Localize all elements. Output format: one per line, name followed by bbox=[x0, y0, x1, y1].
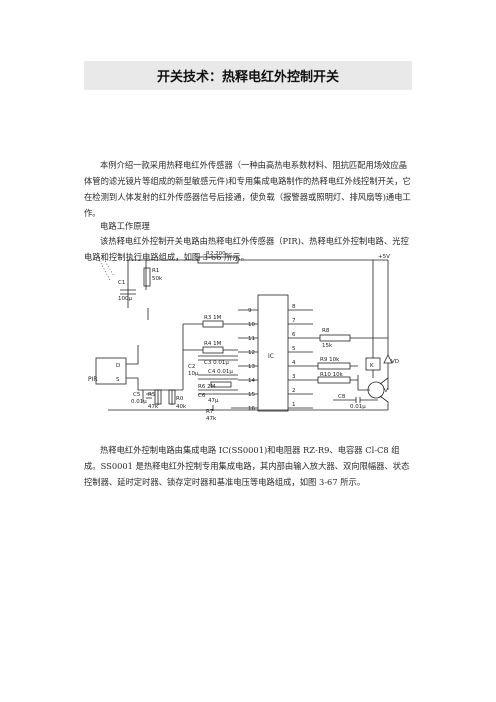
label-c3: C3 0.01μ bbox=[204, 360, 229, 366]
label-r5-val: 47k bbox=[148, 404, 159, 410]
intro-paragraph: 本例介绍一款采用热释电红外传感器（一种由高热电系数材料、阻抗匹配用场效应晶体管的… bbox=[84, 160, 411, 218]
label-ic: IC bbox=[268, 353, 274, 360]
pin-label: 9 bbox=[248, 308, 252, 314]
label-r2: R2 200 bbox=[206, 251, 226, 257]
pin-label: 15 bbox=[248, 392, 255, 398]
pin-label: 10 bbox=[248, 322, 255, 328]
resistor-r8 bbox=[319, 334, 351, 342]
label-r4: R4 1M bbox=[204, 341, 222, 347]
pin-label: 3 bbox=[292, 374, 296, 380]
ic-pins-left: 9 10 11 12 13 14 15 16 bbox=[248, 308, 255, 412]
page-title: 开关技术：热释电红外控制开关 bbox=[156, 70, 339, 85]
pin-label: 14 bbox=[248, 378, 255, 384]
label-c2-val: 10μ bbox=[188, 371, 199, 377]
label-r10: R10 10k bbox=[320, 372, 344, 378]
label-v: V bbox=[384, 388, 388, 394]
label-k: K bbox=[370, 363, 374, 369]
label-c1-val: 100μ bbox=[118, 296, 132, 302]
resistor-r6 bbox=[210, 381, 232, 388]
pin-label: 5 bbox=[292, 346, 296, 352]
label-r1: R1 bbox=[152, 268, 159, 274]
transistor-v bbox=[367, 381, 385, 399]
section-heading: 电路工作原理 bbox=[100, 221, 150, 231]
pin-label: 13 bbox=[248, 364, 255, 370]
pin-label: 2 bbox=[292, 388, 296, 394]
label-s: S bbox=[116, 377, 120, 383]
label-r7: R7 bbox=[206, 409, 214, 415]
label-r9: R9 10k bbox=[320, 357, 340, 363]
label-r8-val: 15k bbox=[322, 343, 333, 349]
label-c8: C8 bbox=[338, 394, 346, 400]
label-c6-val: 47μ bbox=[208, 398, 219, 404]
resistor-r2 bbox=[197, 256, 239, 264]
label-c8-val: 0.01μ bbox=[350, 404, 366, 410]
label-r0-val: 40k bbox=[176, 404, 187, 410]
circuit-desc-paragraph: 热释电红外控制电路由集成电路 IC(SS0001)和电阻器 RZ-R9、电容器 … bbox=[84, 445, 410, 487]
label-c5: C5 bbox=[133, 392, 141, 398]
label-r7-val: 47k bbox=[206, 416, 217, 422]
label-r8: R8 bbox=[322, 328, 330, 334]
label-r5: R5 bbox=[148, 392, 156, 398]
label-c6: C6 bbox=[198, 393, 206, 399]
circuit-diagram: R2 200 +5V C1 100μ R1 50k R3 1M R4 1M C2… bbox=[88, 251, 399, 422]
resistor-r5 bbox=[154, 389, 162, 405]
circuit-intro-paragraph: 该热释电红外控制开关电路由热释电红外传感器（PIR)、热释电红外控制电路、光控电… bbox=[84, 236, 409, 262]
pir-sensor bbox=[95, 357, 127, 385]
resistor-r0 bbox=[168, 389, 176, 405]
label-r3: R3 1M bbox=[204, 315, 222, 321]
pin-label: 16 bbox=[248, 406, 255, 412]
pin-label: 1 bbox=[292, 402, 296, 408]
label-r6: R6 2M bbox=[198, 384, 216, 390]
label-r0: R0 bbox=[176, 396, 184, 402]
pin-label: 4 bbox=[292, 360, 296, 366]
label-c2: C2 bbox=[188, 364, 195, 370]
pin-label: 12 bbox=[248, 350, 255, 356]
pin-label: 6 bbox=[292, 332, 296, 338]
label-pir: PIR bbox=[88, 376, 98, 383]
pin-label: 7 bbox=[292, 318, 296, 324]
ic-pins-right: 8 7 6 5 4 3 2 1 bbox=[292, 304, 296, 408]
label-r1-val: 50k bbox=[152, 276, 163, 282]
label-vd: VD bbox=[391, 359, 399, 365]
resistor-r3 bbox=[202, 320, 224, 328]
pin-label: 8 bbox=[292, 304, 296, 310]
resistor-r1 bbox=[143, 267, 151, 287]
pin-label: 11 bbox=[248, 336, 255, 342]
label-vcc: +5V bbox=[378, 254, 390, 260]
resistor-r10 bbox=[317, 376, 351, 384]
resistor-r9 bbox=[317, 362, 351, 370]
label-d: D bbox=[116, 363, 120, 369]
label-c1: C1 bbox=[118, 280, 125, 286]
label-c4: C4 0.01μ bbox=[208, 369, 233, 375]
title-bar: 开关技术：热释电红外控制开关 bbox=[84, 61, 412, 90]
ic-body bbox=[257, 294, 289, 412]
label-c5-val: 0.01μ bbox=[131, 399, 147, 405]
resistor-r4 bbox=[202, 346, 224, 354]
